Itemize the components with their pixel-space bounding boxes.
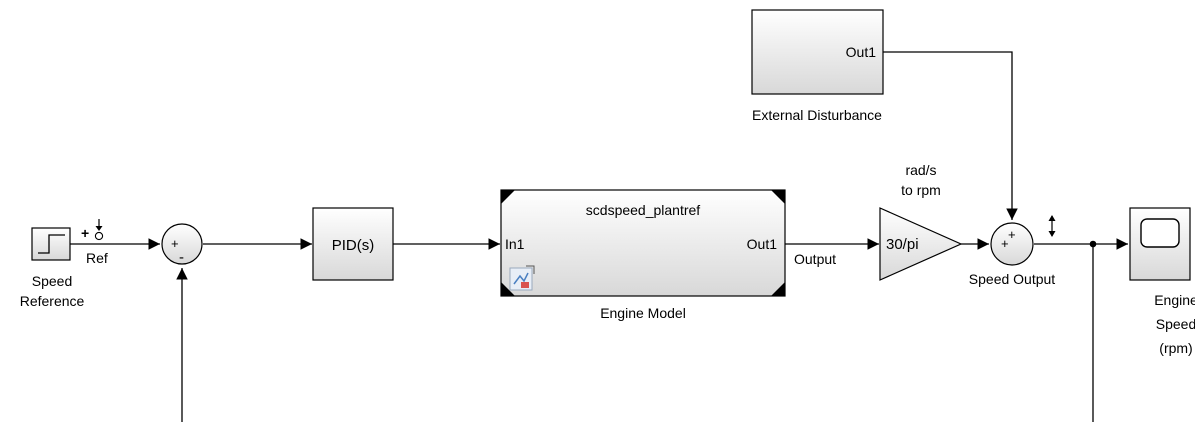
sum1-block[interactable]: + - <box>161 223 203 266</box>
gain-label-line2: to rpm <box>901 182 941 198</box>
subsystem-link-icon[interactable] <box>509 265 535 291</box>
disturbance-label: External Disturbance <box>752 107 882 123</box>
step-label-line1: Speed <box>32 273 72 289</box>
step-block[interactable] <box>31 227 71 261</box>
wire-disturbance-to-sum2[interactable] <box>883 51 1018 220</box>
pid-block[interactable]: PID(s) <box>312 207 394 281</box>
engine-model-block[interactable]: scdspeed_plantref In1 Out1 <box>500 189 786 297</box>
scope-icon <box>1140 218 1180 248</box>
step-icon <box>38 234 65 254</box>
engine-out-port: Out1 <box>747 236 778 252</box>
pid-text: PID(s) <box>332 237 375 254</box>
wires <box>70 51 1128 422</box>
svg-text:+: + <box>81 225 89 241</box>
linearization-io-icon[interactable]: + <box>81 219 104 241</box>
sum2-sign-left: + <box>1001 236 1009 251</box>
sum2-sign-top: + <box>1008 227 1016 242</box>
scope-label-line2: Speed <box>1156 316 1195 332</box>
gain-text: 30/pi <box>886 236 919 253</box>
sum1-sign-plus: + <box>171 236 179 251</box>
disturbance-out-port: Out1 <box>846 44 877 60</box>
gain-label-line1: rad/s <box>905 162 936 178</box>
gain-block[interactable]: 30/pi <box>879 207 963 281</box>
scope-block[interactable] <box>1129 207 1191 281</box>
sum2-label: Speed Output <box>969 271 1056 287</box>
engine-title: scdspeed_plantref <box>586 202 701 218</box>
sum1-sign-minus: - <box>179 249 184 266</box>
sum2-block[interactable]: + + <box>990 222 1034 266</box>
step-label-line2: Reference <box>20 293 85 309</box>
scope-label-line3: (rpm) <box>1159 340 1192 356</box>
scope-label-line1: Engine <box>1154 292 1195 308</box>
output-signal-label: Output <box>794 251 836 267</box>
ref-port-label: Ref <box>86 250 108 266</box>
disturbance-block[interactable]: Out1 <box>751 9 884 95</box>
engine-in-port: In1 <box>505 236 525 252</box>
engine-model-label: Engine Model <box>600 305 686 321</box>
linearization-output-marker[interactable] <box>1048 215 1056 237</box>
